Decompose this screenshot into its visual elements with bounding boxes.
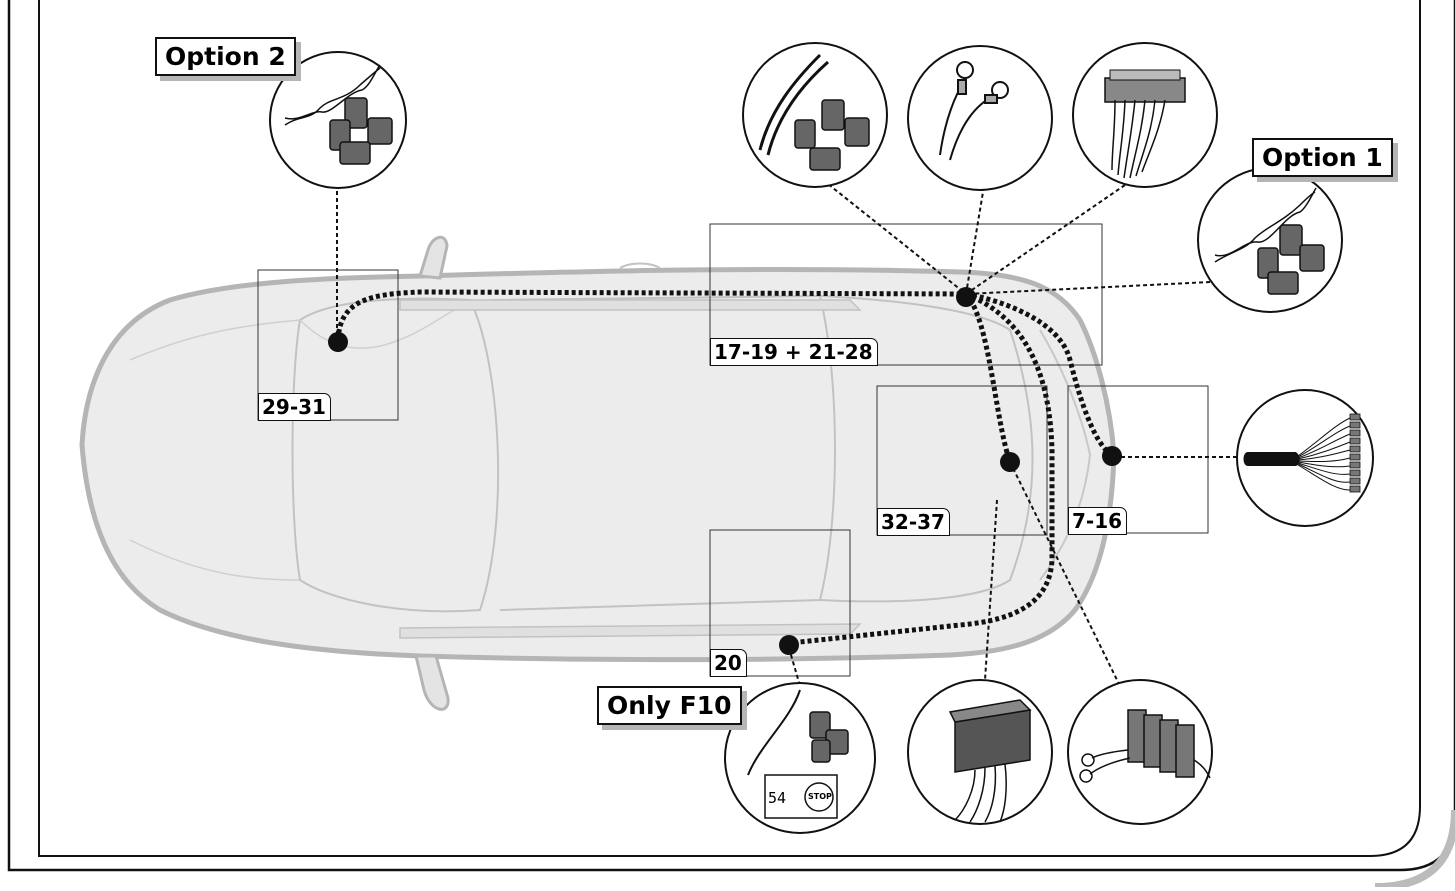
point-20: [779, 635, 799, 655]
ring-terminal-icon: [939, 61, 1009, 161]
zone-label-29-31: 29-31: [258, 393, 331, 421]
multi-plug-icon: [1104, 69, 1186, 179]
connector-cluster-icon: [329, 97, 393, 165]
callout-option-2: Option 2: [155, 37, 296, 76]
zone-box-17-28: [709, 223, 1103, 366]
pin-bundle-icon: [1243, 413, 1361, 493]
callout-option-1: Option 1: [1252, 138, 1393, 177]
zone-label-20: 20: [710, 649, 747, 677]
callout-only-f10: Only F10: [597, 686, 742, 725]
zone-box-7-16: [1067, 385, 1209, 534]
connector-cluster-icon-option1: [1257, 224, 1325, 295]
connection-points: [328, 287, 1122, 655]
point-7-16: [1102, 446, 1122, 466]
connector-set-icon: [794, 99, 870, 171]
zone-label-17-28: 17-19 + 21-28: [710, 338, 878, 366]
stop-text: STOP: [808, 792, 832, 801]
brake-wire-icon: [747, 689, 801, 776]
brake-number: 54: [768, 789, 787, 807]
zone-label-32-37: 32-37: [877, 508, 950, 536]
car-body: [79, 235, 1117, 711]
stop-sign-icon: [804, 782, 834, 812]
wire-harness: [335, 289, 1116, 648]
zone-label-7-16: 7-16: [1068, 507, 1128, 535]
brake-connector-icon: [809, 711, 849, 763]
point-17-28: [956, 287, 976, 307]
zone-box-32-37: [876, 385, 1048, 536]
relay-block-icon: [1079, 709, 1211, 783]
control-module-icon: [948, 699, 1032, 823]
zone-box-20: [709, 529, 851, 677]
leader-lines: [336, 179, 1240, 687]
wire-pair-icon: [758, 53, 829, 156]
twisted-wire-icon: [284, 64, 381, 126]
twisted-wire-icon-option1: [1214, 187, 1317, 263]
detail-ring-terminals: [907, 45, 1053, 191]
detail-wires-connectors: [742, 42, 888, 188]
point-29-31: [328, 332, 348, 352]
point-32-37: [1000, 452, 1020, 472]
